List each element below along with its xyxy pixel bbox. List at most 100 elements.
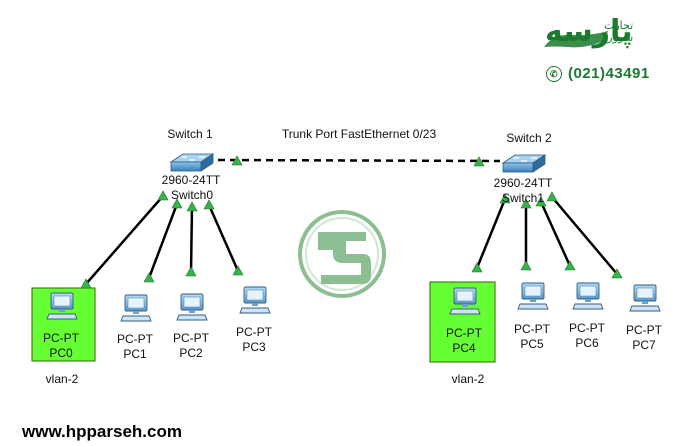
pc-screen <box>524 285 542 297</box>
pc-screen <box>636 287 654 299</box>
link-pc3 <box>207 204 240 272</box>
pc5-name: PC5 <box>520 337 544 351</box>
pc0-port-status <box>80 278 92 289</box>
pc4-icon[interactable] <box>449 287 481 315</box>
pc-keyboard <box>517 303 549 310</box>
pc7-icon[interactable] <box>629 284 661 312</box>
pc-screen <box>127 297 145 309</box>
pc-keyboard <box>120 315 152 322</box>
trunk-port-left-status <box>231 155 243 166</box>
pc6-port-status <box>564 260 576 271</box>
pc6-icon[interactable] <box>572 282 604 310</box>
pc-screen <box>53 295 71 307</box>
phone-icon: ✆ <box>546 66 562 82</box>
switch2-port2-status <box>535 196 547 207</box>
switch-2-model: 2960-24TT <box>493 176 553 190</box>
switch-2-device: Switch1 <box>501 191 545 205</box>
switch-1-device: Switch0 <box>170 188 214 202</box>
pc-stand <box>462 304 468 307</box>
pc6-type: PC-PT <box>569 321 605 335</box>
pc5-port-status <box>520 260 532 271</box>
switch-front <box>170 161 202 172</box>
brand-tagline: تجارت سرور <box>604 20 633 44</box>
pc-keyboard <box>46 313 78 320</box>
switch-arrows <box>513 157 537 162</box>
vlan-note-left: vlan-2 <box>45 372 79 386</box>
switch-1-model: 2960-24TT <box>161 173 221 187</box>
pc4-port-status <box>471 262 483 273</box>
pc-stand <box>133 311 139 314</box>
switch-arrows <box>181 156 205 161</box>
link-pc6 <box>539 201 572 267</box>
pc2-name: PC2 <box>179 346 203 360</box>
pc5-type: PC-PT <box>514 322 550 336</box>
pc0-name: PC0 <box>49 346 73 360</box>
pc1-icon[interactable] <box>120 294 152 322</box>
vlan-note-right: vlan-2 <box>451 372 485 386</box>
pc-screen <box>456 290 474 302</box>
pc-keyboard <box>572 303 604 310</box>
pc-keyboard <box>629 305 661 312</box>
pc0-icon[interactable] <box>46 292 78 320</box>
brand-phone-number: (021)43491 <box>568 65 650 82</box>
pc7-type: PC-PT <box>626 323 662 337</box>
brand-name: پارسه <box>545 14 633 49</box>
brand-phone: ✆ (021)43491 <box>546 65 650 82</box>
pc-keyboard <box>176 314 208 321</box>
pc-keyboard <box>239 307 271 314</box>
brand-logo <box>544 31 608 48</box>
link-pc1 <box>147 203 179 279</box>
pc7-name: PC7 <box>632 338 656 352</box>
pc-screen <box>183 296 201 308</box>
switch1-port1-status <box>171 198 183 209</box>
website-footer[interactable]: www.hpparseh.com <box>22 422 182 441</box>
pc-keyboard <box>449 308 481 315</box>
link-pc7 <box>551 196 618 275</box>
switch1-port2-status <box>186 201 198 212</box>
pc2-icon[interactable] <box>176 293 208 321</box>
watermark-logo <box>298 210 386 298</box>
switch-2-name: Switch 2 <box>506 131 552 145</box>
pc5-icon[interactable] <box>517 282 549 310</box>
pc-screen <box>246 289 264 301</box>
link-pc4 <box>475 198 507 269</box>
brand-tagline-line-1: تجارت <box>604 19 634 32</box>
pc-stand <box>530 299 536 302</box>
switch2-port1-status <box>520 198 532 209</box>
switch1-port3-status <box>203 199 215 210</box>
pc-screen <box>579 285 597 297</box>
pc3-name: PC3 <box>242 340 266 354</box>
switch-1-name: Switch 1 <box>167 127 213 141</box>
pc-stand <box>642 301 648 304</box>
switch-2-icon[interactable] <box>501 154 547 173</box>
pc0-type: PC-PT <box>43 331 79 345</box>
link-pc2 <box>189 206 194 273</box>
trunk-port-right-status <box>473 156 485 167</box>
link-pc0 <box>85 195 164 285</box>
pc-stand <box>252 303 258 306</box>
brand-tagline-line-2: سرور <box>607 31 634 44</box>
pc3-port-status <box>232 265 244 276</box>
pc2-port-status <box>185 266 197 277</box>
pc1-type: PC-PT <box>117 332 153 346</box>
pc-stand <box>585 299 591 302</box>
switch-1-icon[interactable] <box>169 153 215 172</box>
trunk-label: Trunk Port FastEthernet 0/23 <box>281 127 437 141</box>
pc-stand <box>59 309 65 312</box>
pc6-name: PC6 <box>575 336 599 350</box>
pc1-port-status <box>143 272 155 283</box>
pc2-type: PC-PT <box>173 331 209 345</box>
pc4-name: PC4 <box>452 341 476 355</box>
pc3-icon[interactable] <box>239 286 271 314</box>
switch-front <box>502 162 534 173</box>
switch2-port3-status <box>546 191 558 202</box>
trunk-link <box>217 158 501 163</box>
switch2-port0-status <box>499 193 511 204</box>
switch1-port0-status <box>157 190 169 201</box>
pc-stand <box>189 310 195 313</box>
switch-side <box>532 154 546 173</box>
pc1-name: PC1 <box>123 347 147 361</box>
pc7-port-status <box>611 268 623 279</box>
